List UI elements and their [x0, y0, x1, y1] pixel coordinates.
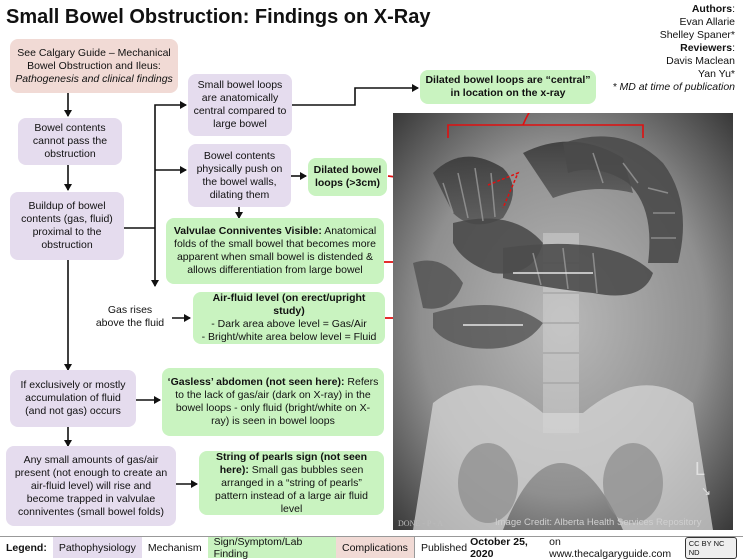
- reviewer-name: Davis Maclean: [666, 55, 735, 67]
- calgary-ref-italic: Pathogenesis and clinical findings: [15, 72, 173, 85]
- calgary-ref-text: See Calgary Guide – Mechanical Bowel Obs…: [17, 46, 171, 72]
- arrow-to-central-loops: [154, 101, 187, 228]
- exclusively-fluid-box: If exclusively or mostly accumulation of…: [10, 370, 136, 427]
- contents-cannot-pass-box: Bowel contents cannot pass the obstructi…: [18, 118, 122, 165]
- contents-cannot-pass-text: Bowel contents cannot pass the obstructi…: [32, 122, 108, 160]
- pearls-text: Small gas bubbles seen arranged in a “st…: [215, 463, 368, 515]
- image-credit: Image Credit: Alberta Health Services Re…: [495, 517, 702, 528]
- legend-label: Legend:: [6, 541, 47, 554]
- legend-pathophysiology: Pathophysiology: [52, 537, 142, 558]
- gasless-text: Refers to the lack of gas/air (dark on X…: [175, 376, 379, 427]
- airfluid-line2: - Bright/white area below level = Fluid: [201, 331, 377, 343]
- small-gas-text: Any small amounts of gas/air present (no…: [14, 453, 168, 518]
- page-title: Small Bowel Obstruction: Findings on X-R…: [6, 6, 431, 28]
- central-loops-text: Small bowel loops are anatomically centr…: [193, 79, 287, 130]
- cc-license-icon: CC BY NC ND: [684, 536, 738, 559]
- buildup-box: Buildup of bowel contents (gas, fluid) p…: [10, 192, 124, 260]
- valvulae-title: Valvulae Conniventes Visible:: [173, 225, 322, 237]
- calgary-ref-box: See Calgary Guide – Mechanical Bowel Obs…: [10, 39, 178, 93]
- pearls-box: String of pearls sign (not seen here): S…: [199, 451, 384, 515]
- central-finding-box: Dilated bowel loops are “central” in loc…: [420, 70, 596, 104]
- dilated-loops-box: Dilated bowel loops (>3cm): [308, 158, 387, 196]
- license-badge: CC BY NC ND: [679, 536, 743, 559]
- reviewer-name: Yan Yu*: [698, 68, 735, 80]
- valvulae-text: Anatomical folds of the small bowel that…: [174, 225, 377, 276]
- published-prefix: Published: [420, 541, 468, 554]
- author-name: Evan Allarie: [679, 16, 735, 28]
- buildup-text: Buildup of bowel contents (gas, fluid) p…: [21, 200, 113, 251]
- authors-block: Authors: Evan Allarie Shelley Spaner* Re…: [535, 3, 735, 94]
- legend-sign: Sign/Symptom/Lab Finding: [207, 536, 336, 560]
- airfluid-box: Air-fluid level (on erect/upright study)…: [193, 292, 385, 344]
- legend-complications: Complications: [335, 537, 414, 558]
- gasless-box: ‘Gasless’ abdomen (not seen here): Refer…: [162, 368, 384, 436]
- abdominal-xray-image: L ↘: [393, 113, 733, 530]
- push-walls-text: Bowel contents physically push on the bo…: [196, 149, 283, 201]
- authors-label: Authors: [691, 3, 733, 15]
- authors-note: * MD at time of publication: [612, 81, 735, 93]
- gas-rises-text: Gas rises above the fluid: [95, 304, 165, 329]
- svg-text:L: L: [695, 459, 705, 479]
- published-suffix: on www.thecalgaryguide.com: [549, 535, 672, 560]
- published-date: October 25, 2020: [470, 535, 528, 560]
- reviewers-label: Reviewers: [680, 42, 733, 54]
- small-gas-box: Any small amounts of gas/air present (no…: [6, 446, 176, 526]
- push-walls-box: Bowel contents physically push on the bo…: [188, 144, 291, 207]
- exclusively-fluid-text: If exclusively or mostly accumulation of…: [20, 379, 126, 417]
- gasless-title: ‘Gasless’ abdomen (not seen here):: [167, 376, 345, 388]
- author-name: Shelley Spaner*: [659, 29, 735, 41]
- published-info: Published October 25, 2020 on www.thecal…: [413, 535, 679, 560]
- central-loops-box: Small bowel loops are anatomically centr…: [188, 74, 292, 136]
- airfluid-title: Air-fluid level (on erect/upright study): [212, 292, 366, 317]
- legend-bar: Legend: Pathophysiology Mechanism Sign/S…: [0, 535, 743, 560]
- legend-mechanism: Mechanism: [141, 537, 208, 558]
- airfluid-line1: - Dark area above level = Gas/Air: [211, 318, 367, 330]
- gas-rises-box: Gas rises above the fluid: [88, 299, 172, 335]
- valvulae-box: Valvulae Conniventes Visible: Anatomical…: [166, 218, 384, 284]
- pearls-title: String of pearls sign (not seen here):: [215, 450, 368, 476]
- svg-text:↘: ↘: [701, 484, 711, 498]
- arrow-to-central-finding: [292, 84, 419, 106]
- xray-marker: DONE - P - A: [398, 519, 444, 528]
- central-finding-text: Dilated bowel loops are “central” in loc…: [425, 74, 591, 99]
- dilated-loops-text: Dilated bowel loops (>3cm): [313, 164, 382, 189]
